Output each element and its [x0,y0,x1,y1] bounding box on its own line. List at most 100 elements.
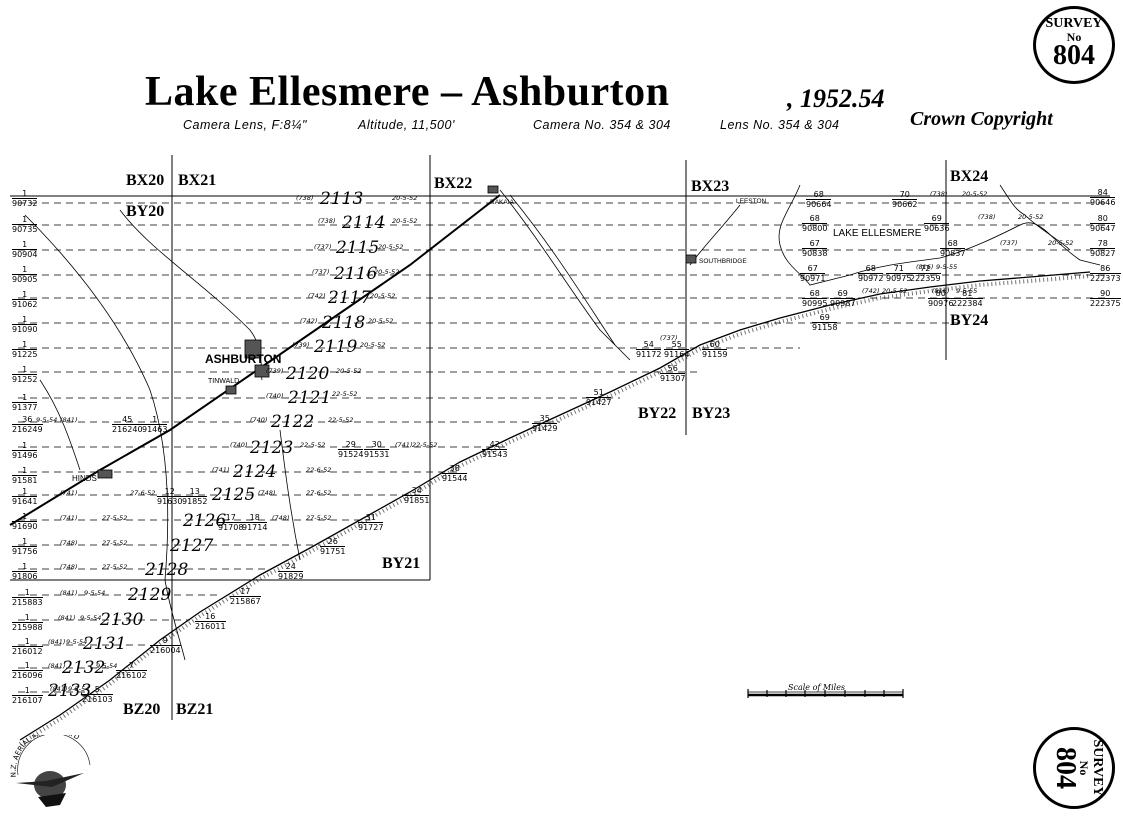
sheet-label: BY24 [950,312,989,329]
sheet-label: BX22 [434,175,473,192]
seal-word: SURVEY [1045,16,1103,31]
place-rakaia: RAKAIA [490,199,514,206]
sheet-label: BY20 [126,203,165,220]
scale-label: Scale of Miles [788,683,846,692]
flight-label: (841) [60,416,78,424]
flight-date: 20-5-52 [370,292,396,300]
nz-aerial-mapping-logo: N.Z. AERIAL MAPPING LTD [10,735,91,807]
flight-date: 20-5-52 [374,268,400,276]
svg-text:N.Z. AERIAL MAPPING LTD: N.Z. AERIAL MAPPING LTD [10,735,81,777]
lens-number: Lens No. 354 & 304 [720,118,840,132]
crown-copyright: Crown Copyright [910,108,1053,130]
run-number: 2114 [342,213,386,233]
sheet-label: BX23 [691,178,730,195]
flight-date: 22-5-52 [332,390,358,398]
place-southbridge: SOUTHBRIDGE [699,258,747,265]
sheet-label: BZ20 [123,701,161,718]
map-year: , 1952.54 [787,84,885,113]
run-number: 2115 [336,238,380,258]
place-lake-ellesmere: LAKE ELLESMERE [833,228,922,239]
camera-lens: Camera Lens, F:8¼" [183,118,307,132]
flight-label: (738) [318,217,336,225]
flight-date: 22-5-52 [328,416,354,424]
flight-date: 27-6-52 [306,489,332,497]
flight-label: (748) [272,514,290,522]
flight-date: 27-5-52 [102,563,128,571]
flight-date: 9-5-54 [80,614,102,622]
flight-label: (841) [50,685,68,693]
flight-label: (740) [266,392,284,400]
flight-label: (841) [48,662,66,670]
flight-date: 27-5-52 [306,514,332,522]
flight-label: (737) [314,243,332,251]
flight-label: (737) [660,334,678,342]
flight-label: (738) [296,194,314,202]
flight-date: 20-5-52 [392,194,418,202]
flight-date: 9-5-54 [66,638,88,646]
flight-label: (748) [258,489,276,497]
seal-number: 804 [1053,40,1095,71]
flight-label: (816) [932,287,950,295]
flight-label: (748) [60,563,78,571]
flight-date: 9-5-55 [956,287,978,295]
flight-label: (748) [60,539,78,547]
map-title: Lake Ellesmere – Ashburton [145,69,670,115]
sheet-label: BX24 [950,168,989,185]
run-number: 2118 [322,313,366,333]
run-number: 2129 [128,585,172,605]
flight-label: (816) [916,263,934,271]
run-number: 2116 [334,264,378,284]
rivers [24,189,741,661]
lake-ellesmere-outline [778,184,1101,286]
run-number: 2113 [320,189,364,209]
run-number: 2120 [286,364,330,384]
flight-label: (741) [60,489,78,497]
flight-label: (742) [308,292,326,300]
flight-date: 9-5-54 [84,589,106,597]
flight-label: (841) [60,589,78,597]
flight-label: (740) [250,416,268,424]
flight-date: 20-5-52 [1048,239,1074,247]
run-number: 2127 [170,536,214,556]
sheet-label: BY23 [692,405,731,422]
flight-date: 9-5-54 [68,685,90,693]
camera-number: Camera No. 354 & 304 [533,118,671,132]
